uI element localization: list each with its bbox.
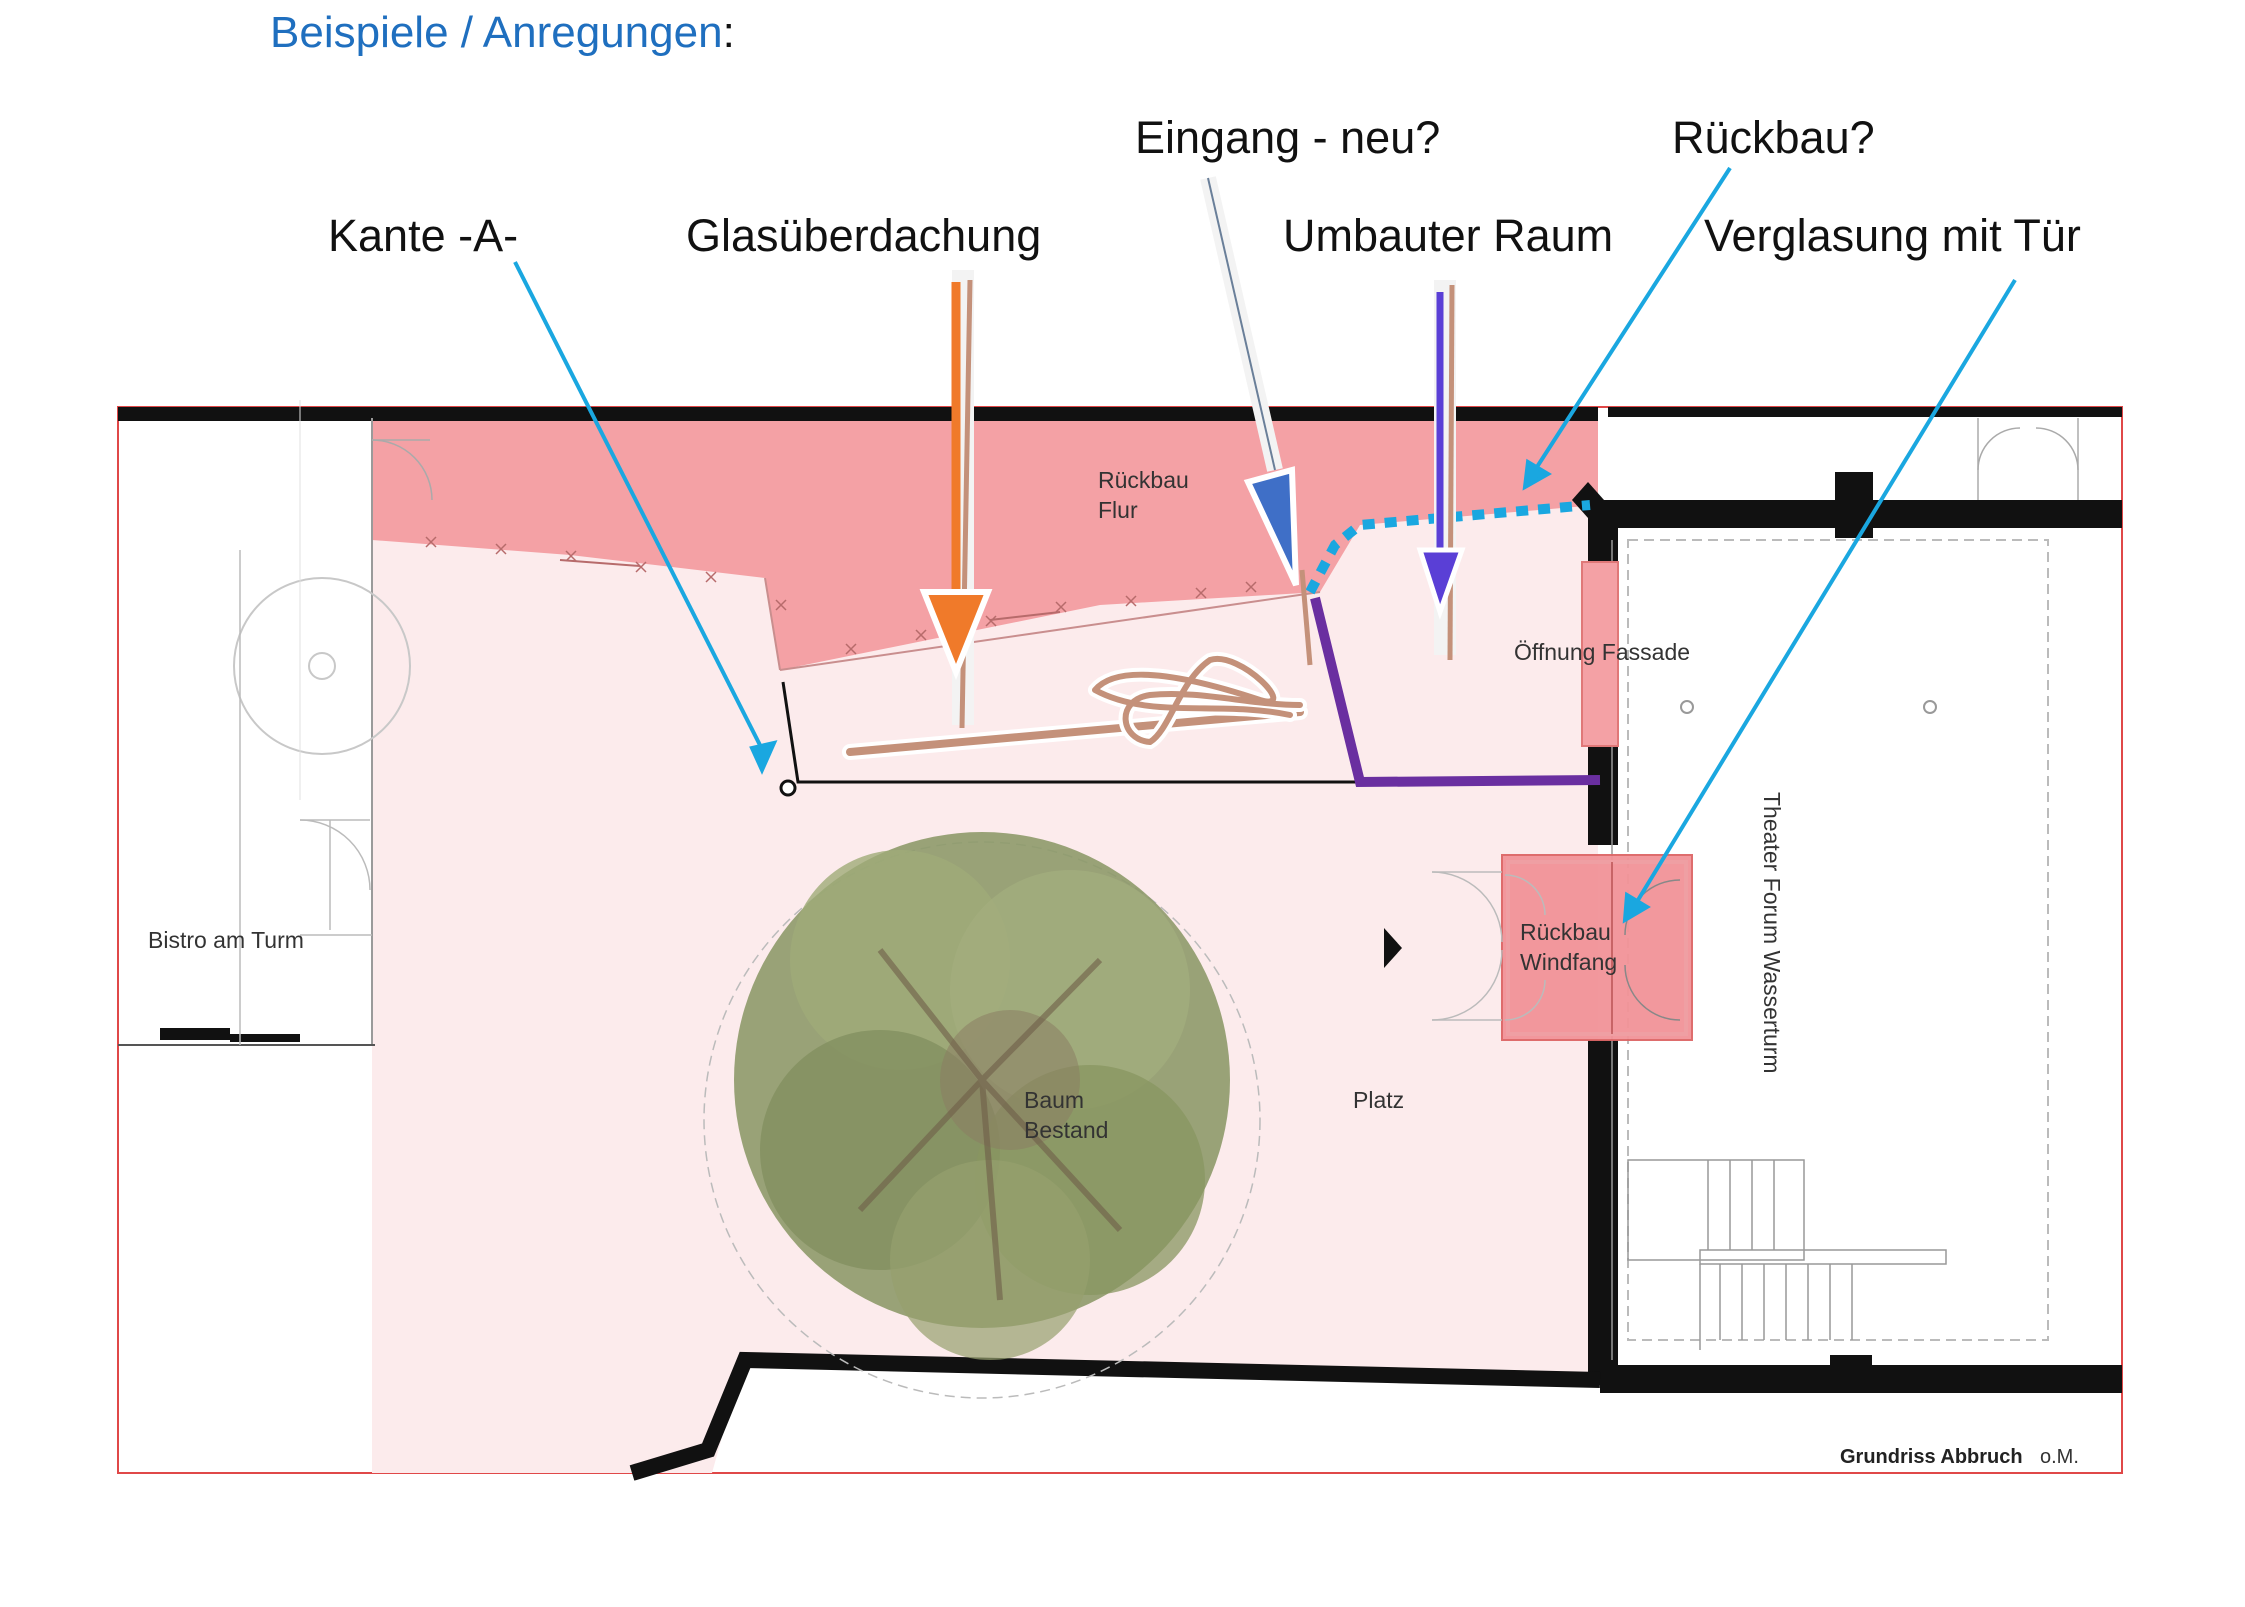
caption-scale: o.M. bbox=[2040, 1446, 2079, 1468]
entrance-marker bbox=[1384, 928, 1402, 968]
label-baum-1: Baum bbox=[1024, 1087, 1084, 1113]
umbauter-raum-wall bbox=[1310, 596, 1601, 788]
tree-canopy bbox=[703, 832, 1261, 1399]
bottom-wall bbox=[629, 1351, 1601, 1481]
theater-wall-bottom bbox=[1600, 1365, 2122, 1393]
annotation-glasueberdachung: Glasüberdachung bbox=[686, 210, 1042, 261]
top-wall bbox=[118, 407, 1598, 421]
caption-grundriss: Grundriss Abbruch bbox=[1840, 1446, 2023, 1468]
label-oeffnung-fassade: Öffnung Fassade bbox=[1514, 639, 1690, 665]
heading-colon: : bbox=[722, 8, 735, 57]
theater-stairs bbox=[1627, 1159, 1947, 1350]
label-rueckbau-flur-2: Flur bbox=[1098, 497, 1138, 523]
label-theater: Theater Forum Wasserturm bbox=[1759, 792, 1785, 1074]
bistro-round-table bbox=[233, 577, 411, 755]
label-baum-2: Bestand bbox=[1024, 1117, 1108, 1143]
rueckbau-dotted-line bbox=[1305, 500, 1591, 595]
sketch-lines bbox=[842, 651, 1308, 760]
eingang-neu-arrow bbox=[1200, 176, 1313, 666]
glasueberdachung-arrow bbox=[919, 270, 993, 729]
cyan-arrows bbox=[513, 166, 2017, 924]
rueckbau-windfang-area bbox=[1501, 854, 1693, 1041]
page-heading: Beispiele / Anregungen: bbox=[270, 8, 735, 58]
annotation-kante-a: Kante -A- bbox=[328, 210, 519, 261]
umbauter-raum-arrow bbox=[1416, 280, 1466, 661]
label-rueckbau-flur-1: Rückbau bbox=[1098, 467, 1189, 493]
label-platz: Platz bbox=[1353, 1087, 1404, 1113]
annotation-verglasung: Verglasung mit Tür bbox=[1704, 210, 2081, 261]
label-bistro: Bistro am Turm bbox=[148, 927, 304, 953]
annotation-umbauter-raum: Umbauter Raum bbox=[1283, 210, 1614, 261]
annotation-rueckbau: Rückbau? bbox=[1672, 112, 1875, 163]
annotation-eingang-neu: Eingang - neu? bbox=[1135, 112, 1441, 163]
kante-a-marker bbox=[779, 779, 797, 797]
oeffnung-fassade-area bbox=[1581, 561, 1619, 747]
glasueberdachung-outline bbox=[781, 681, 1365, 784]
label-rueckbau-windfang-1: Rückbau bbox=[1520, 919, 1611, 945]
demolition-x-marks bbox=[425, 536, 1257, 655]
heading-text: Beispiele / Anregungen bbox=[270, 8, 723, 57]
label-rueckbau-windfang-2: Windfang bbox=[1520, 949, 1617, 975]
bistro-door bbox=[299, 819, 371, 891]
theater-wall-left-lower bbox=[1588, 1040, 1618, 1385]
